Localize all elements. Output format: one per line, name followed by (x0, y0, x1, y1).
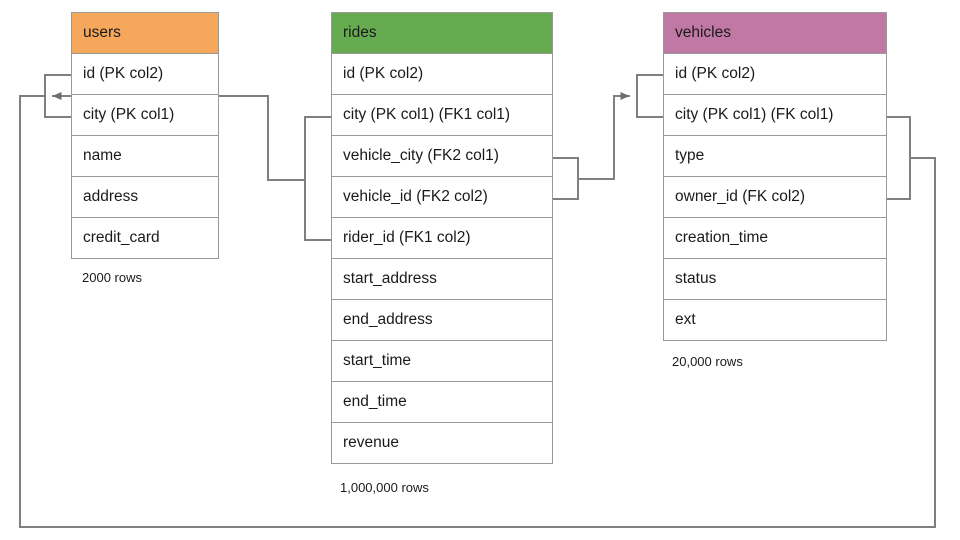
vehicles-row-count: 20,000 rows (672, 354, 743, 369)
field-rides-revenue[interactable]: revenue (331, 423, 553, 464)
field-rides-rider-id[interactable]: rider_id (FK1 col2) (331, 218, 553, 259)
field-rides-start-time[interactable]: start_time (331, 341, 553, 382)
entity-users-header: users (71, 12, 219, 54)
field-users-name[interactable]: name (71, 136, 219, 177)
field-rides-start-address[interactable]: start_address (331, 259, 553, 300)
entity-rides[interactable]: rides id (PK col2) city (PK col1) (FK1 c… (331, 12, 553, 464)
field-vehicles-ext[interactable]: ext (663, 300, 887, 341)
entity-vehicles[interactable]: vehicles id (PK col2) city (PK col1) (FK… (663, 12, 887, 341)
entity-vehicles-header: vehicles (663, 12, 887, 54)
entity-users[interactable]: users id (PK col2) city (PK col1) name a… (71, 12, 219, 259)
rides-row-count: 1,000,000 rows (340, 480, 429, 495)
field-vehicles-type[interactable]: type (663, 136, 887, 177)
vehicles-key-bracket (636, 74, 664, 118)
field-vehicles-city[interactable]: city (PK col1) (FK col1) (663, 95, 887, 136)
field-vehicles-status[interactable]: status (663, 259, 887, 300)
field-vehicles-owner-id[interactable]: owner_id (FK col2) (663, 177, 887, 218)
users-key-bracket (44, 74, 72, 118)
rides-fk2-bracket (552, 157, 579, 200)
users-row-count: 2000 rows (82, 270, 142, 285)
field-users-address[interactable]: address (71, 177, 219, 218)
field-vehicles-id[interactable]: id (PK col2) (663, 54, 887, 95)
field-rides-city[interactable]: city (PK col1) (FK1 col1) (331, 95, 553, 136)
field-users-city[interactable]: city (PK col1) (71, 95, 219, 136)
field-rides-id[interactable]: id (PK col2) (331, 54, 553, 95)
field-users-credit-card[interactable]: credit_card (71, 218, 219, 259)
rides-fk1-bracket (304, 116, 332, 241)
rides-fk2-connector (577, 92, 630, 180)
field-rides-vehicle-id[interactable]: vehicle_id (FK2 col2) (331, 177, 553, 218)
field-users-id[interactable]: id (PK col2) (71, 54, 219, 95)
field-rides-end-time[interactable]: end_time (331, 382, 553, 423)
entity-rides-header: rides (331, 12, 553, 54)
field-rides-end-address[interactable]: end_address (331, 300, 553, 341)
field-rides-vehicle-city[interactable]: vehicle_city (FK2 col1) (331, 136, 553, 177)
vehicles-fk-bracket (886, 116, 911, 200)
field-vehicles-creation-time[interactable]: creation_time (663, 218, 887, 259)
